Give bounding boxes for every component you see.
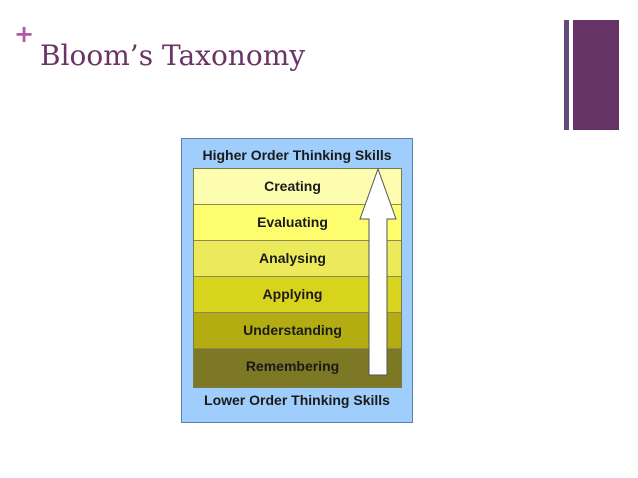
slide-title: Bloom’s Taxonomy [40, 39, 306, 72]
up-arrow-icon [359, 167, 397, 376]
level-understanding: Understanding [194, 313, 401, 349]
level-creating: Creating [194, 169, 401, 205]
taxonomy-levels: Creating Evaluating Analysing Applying U… [193, 168, 402, 388]
level-applying: Applying [194, 277, 401, 313]
level-analysing: Analysing [194, 241, 401, 277]
decorative-bar-thick [573, 20, 619, 130]
lower-order-label: Lower Order Thinking Skills [204, 392, 390, 408]
bloom-diagram: Higher Order Thinking Skills Creating Ev… [181, 138, 413, 423]
level-remembering: Remembering [194, 349, 401, 387]
up-arrow-shape [359, 167, 397, 376]
decorative-bar-thin [564, 20, 569, 130]
plus-icon: + [14, 20, 35, 48]
higher-order-label: Higher Order Thinking Skills [202, 147, 392, 163]
